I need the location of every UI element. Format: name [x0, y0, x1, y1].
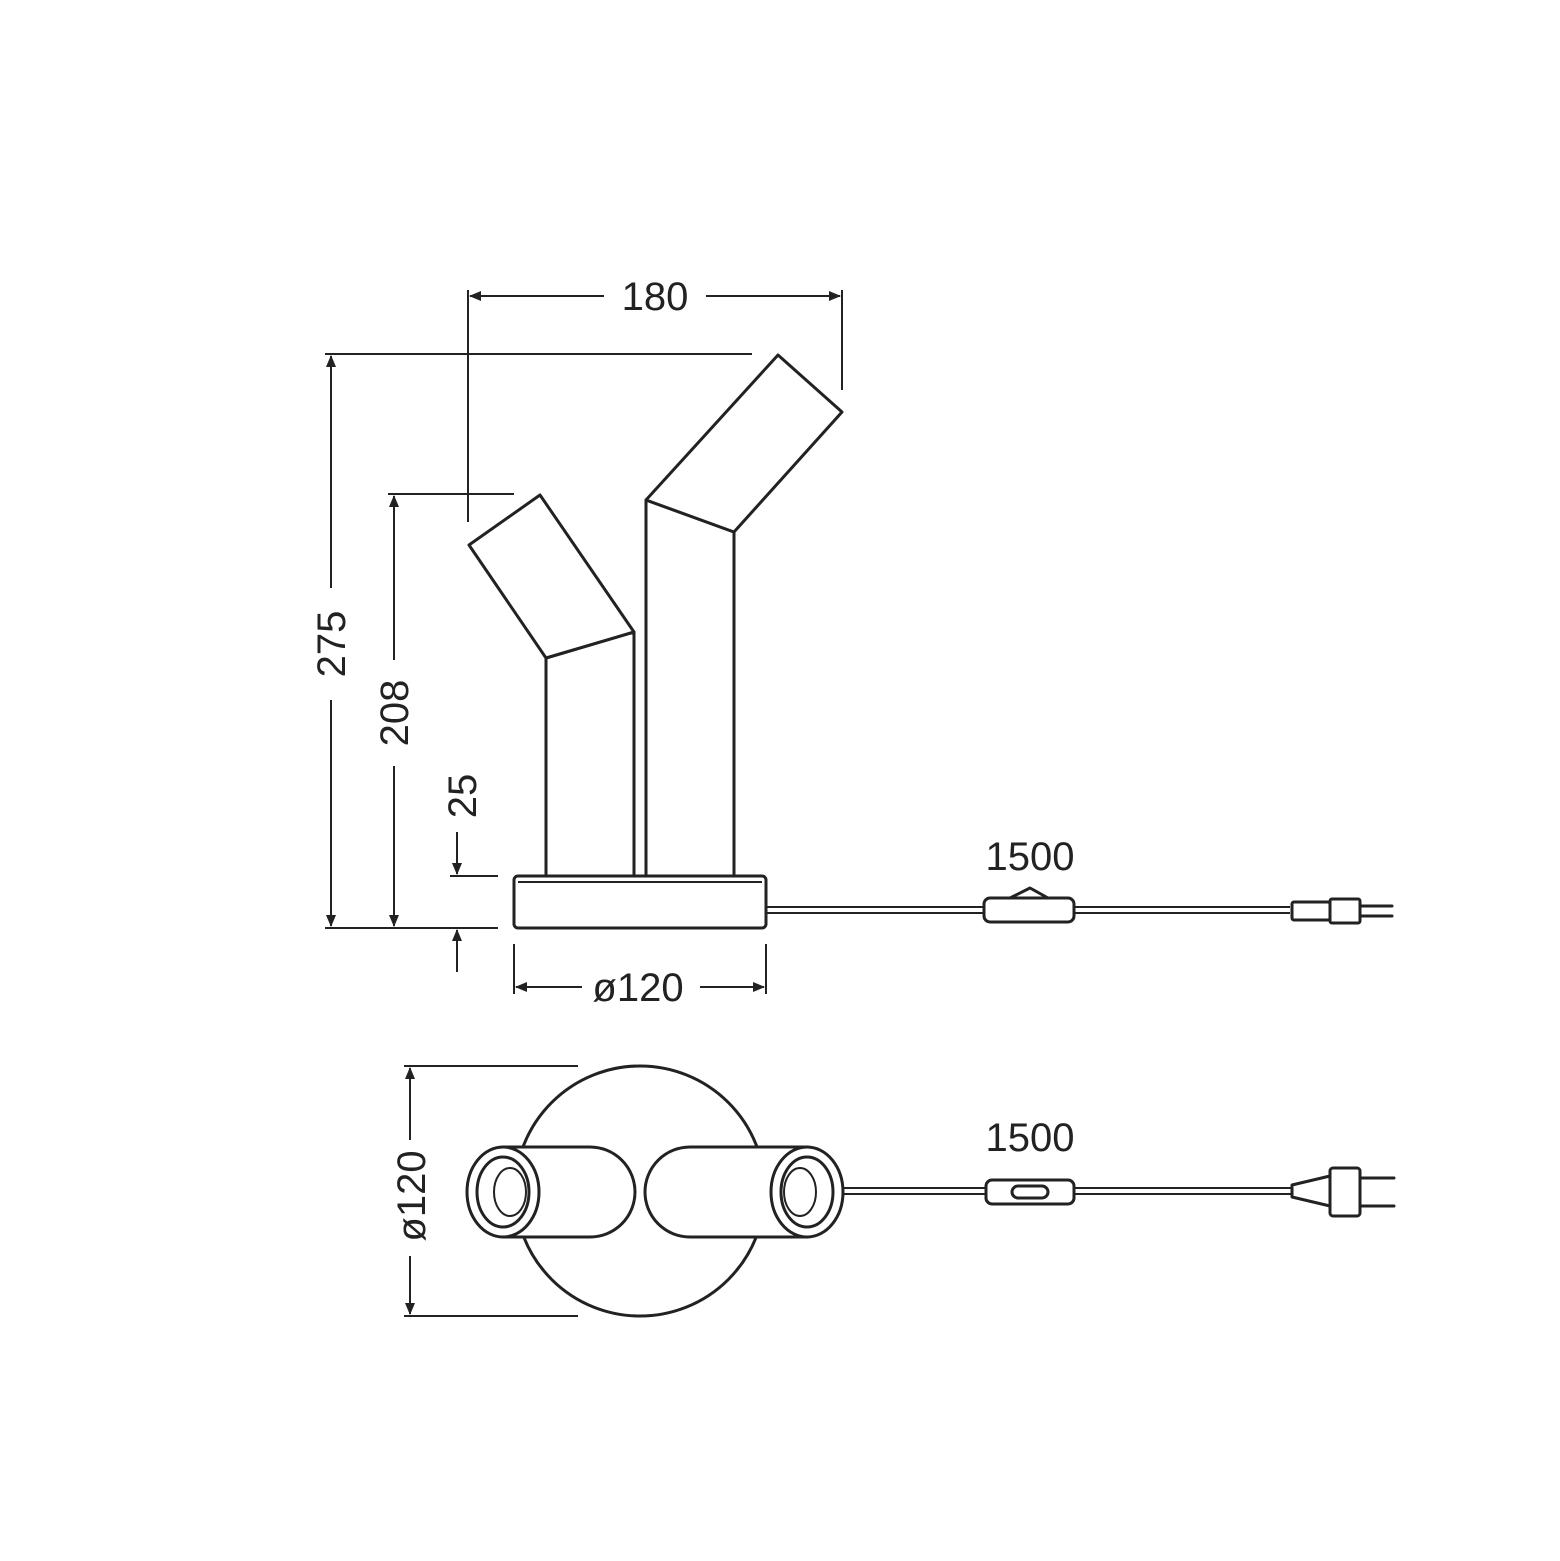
tall-lamp-arm	[644, 353, 844, 878]
plug-top-icon	[1290, 1166, 1396, 1218]
top-view: ø120 1500	[390, 1064, 1396, 1318]
top-cable-length-label: 1500	[986, 1116, 1075, 1160]
top-cable	[843, 1166, 1396, 1218]
base-height-label: 25	[441, 774, 485, 819]
switch-rocker-icon	[1010, 1184, 1050, 1200]
side-total-height-label: 275	[310, 611, 354, 678]
side-cable	[766, 886, 1394, 925]
dimension-base-height: 25	[441, 774, 498, 972]
side-short-height-label: 208	[373, 680, 417, 747]
dimension-top-diameter: ø120	[390, 1065, 578, 1317]
dimension-side-short-height: 208	[373, 493, 514, 927]
lamp-base-side	[512, 874, 768, 930]
base-diameter-label: ø120	[592, 966, 683, 1010]
dimension-side-width: 180	[467, 275, 843, 522]
right-lamp-head-top	[643, 1145, 845, 1239]
dimension-base-diameter: ø120	[513, 944, 767, 1010]
side-cable-length-label: 1500	[986, 835, 1075, 879]
dimension-side-total-height: 275	[310, 353, 752, 929]
left-lamp-head-top	[465, 1145, 637, 1239]
plug-side-icon	[1290, 897, 1394, 925]
cable-switch-side	[982, 896, 1076, 924]
side-width-label: 180	[622, 275, 689, 319]
short-lamp-arm	[467, 493, 636, 878]
side-view: 180 275 208 25	[310, 275, 1394, 1010]
top-diameter-label: ø120	[390, 1150, 434, 1241]
